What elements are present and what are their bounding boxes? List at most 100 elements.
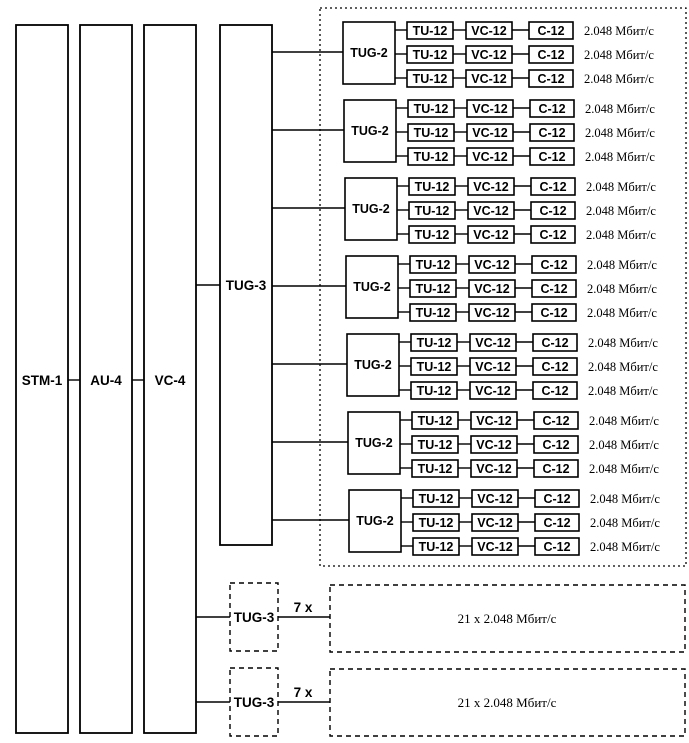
stm1-block[interactable]: STM-1 — [15, 24, 69, 734]
tu12-block[interactable]: TU-12 — [411, 435, 459, 454]
tu12-block[interactable]: TU-12 — [412, 489, 460, 508]
multiplier-label-1: 7 x — [294, 600, 313, 615]
tug3-main-label: TUG-3 — [226, 278, 267, 293]
vc12-block[interactable]: VC-12 — [466, 99, 514, 118]
c12-label: C-12 — [539, 180, 566, 194]
rate-label: 2.048 Мбит/с — [589, 462, 659, 476]
vc12-block[interactable]: VC-12 — [470, 435, 518, 454]
rate-label: 2.048 Мбит/с — [588, 336, 658, 350]
c12-block[interactable]: C-12 — [534, 537, 580, 556]
tu12-label: TU-12 — [416, 306, 451, 320]
tug3-group-rate-box-1[interactable]: 21 x 2.048 Мбит/с — [329, 584, 686, 653]
c12-block[interactable]: C-12 — [529, 99, 575, 118]
c12-block[interactable]: C-12 — [529, 147, 575, 166]
c12-block[interactable]: C-12 — [532, 333, 578, 352]
c12-block[interactable]: C-12 — [533, 411, 579, 430]
c12-block[interactable]: C-12 — [533, 435, 579, 454]
tu12-block[interactable]: TU-12 — [407, 99, 455, 118]
c12-label: C-12 — [538, 126, 565, 140]
vc12-block[interactable]: VC-12 — [465, 45, 513, 64]
tu12-block[interactable]: TU-12 — [409, 303, 457, 322]
c12-label: C-12 — [537, 72, 564, 86]
tu12-block[interactable]: TU-12 — [406, 45, 454, 64]
vc12-block[interactable]: VC-12 — [469, 381, 517, 400]
vc12-block[interactable]: VC-12 — [466, 123, 514, 142]
c12-block[interactable]: C-12 — [530, 201, 576, 220]
c12-block[interactable]: C-12 — [533, 459, 579, 478]
vc12-block[interactable]: VC-12 — [470, 411, 518, 430]
c12-block[interactable]: C-12 — [532, 381, 578, 400]
vc12-block[interactable]: VC-12 — [467, 177, 515, 196]
vc12-block[interactable]: VC-12 — [469, 333, 517, 352]
vc12-block[interactable]: VC-12 — [466, 147, 514, 166]
tug3-main-block[interactable]: TUG-3 — [219, 24, 273, 546]
c12-block[interactable]: C-12 — [531, 279, 577, 298]
tu12-block[interactable]: TU-12 — [410, 333, 458, 352]
tug2-block-6[interactable]: TUG-2 — [347, 411, 401, 475]
tu12-block[interactable]: TU-12 — [406, 69, 454, 88]
au4-block[interactable]: AU-4 — [79, 24, 133, 734]
tu12-block[interactable]: TU-12 — [408, 177, 456, 196]
tu12-label: TU-12 — [415, 180, 450, 194]
tu12-label: TU-12 — [413, 24, 448, 38]
vc12-label: VC-12 — [475, 360, 510, 374]
tu12-block[interactable]: TU-12 — [411, 411, 459, 430]
tu12-block[interactable]: TU-12 — [410, 357, 458, 376]
c12-label: C-12 — [543, 516, 570, 530]
tu12-block[interactable]: TU-12 — [407, 123, 455, 142]
tu12-block[interactable]: TU-12 — [409, 279, 457, 298]
vc12-label: VC-12 — [472, 126, 507, 140]
c12-block[interactable]: C-12 — [532, 357, 578, 376]
vc12-block[interactable]: VC-12 — [469, 357, 517, 376]
c12-block[interactable]: C-12 — [530, 177, 576, 196]
tug2-block-7[interactable]: TUG-2 — [348, 489, 402, 553]
tu12-label: TU-12 — [417, 384, 452, 398]
tu12-block[interactable]: TU-12 — [412, 513, 460, 532]
tu12-block[interactable]: TU-12 — [409, 255, 457, 274]
tu12-block[interactable]: TU-12 — [408, 225, 456, 244]
vc12-block[interactable]: VC-12 — [468, 303, 516, 322]
tu12-block[interactable]: TU-12 — [407, 147, 455, 166]
c12-label: C-12 — [543, 540, 570, 554]
vc12-block[interactable]: VC-12 — [468, 255, 516, 274]
tu12-block[interactable]: TU-12 — [406, 21, 454, 40]
vc12-block[interactable]: VC-12 — [465, 21, 513, 40]
tug2-block-5[interactable]: TUG-2 — [346, 333, 400, 397]
vc12-label: VC-12 — [471, 24, 506, 38]
c12-block[interactable]: C-12 — [534, 513, 580, 532]
tug2-block-4[interactable]: TUG-2 — [345, 255, 399, 319]
vc12-block[interactable]: VC-12 — [470, 459, 518, 478]
vc4-block[interactable]: VC-4 — [143, 24, 197, 734]
vc12-block[interactable]: VC-12 — [471, 489, 519, 508]
tug3-group-rate-box-2[interactable]: 21 x 2.048 Мбит/с — [329, 668, 686, 737]
tu12-block[interactable]: TU-12 — [410, 381, 458, 400]
vc12-block[interactable]: VC-12 — [465, 69, 513, 88]
vc12-block[interactable]: VC-12 — [468, 279, 516, 298]
tu12-block[interactable]: TU-12 — [412, 537, 460, 556]
c12-block[interactable]: C-12 — [531, 303, 577, 322]
tug2-block-1[interactable]: TUG-2 — [342, 21, 396, 85]
vc12-block[interactable]: VC-12 — [467, 201, 515, 220]
c12-block[interactable]: C-12 — [528, 21, 574, 40]
tug2-block-2[interactable]: TUG-2 — [343, 99, 397, 163]
tu12-label: TU-12 — [417, 360, 452, 374]
c12-block[interactable]: C-12 — [528, 45, 574, 64]
c12-block[interactable]: C-12 — [531, 255, 577, 274]
rate-label: 2.048 Мбит/с — [584, 72, 654, 86]
c12-block[interactable]: C-12 — [529, 123, 575, 142]
vc12-block[interactable]: VC-12 — [467, 225, 515, 244]
vc12-block[interactable]: VC-12 — [471, 537, 519, 556]
tu12-block[interactable]: TU-12 — [408, 201, 456, 220]
tug3-dashed-block-2[interactable]: TUG-3 — [229, 667, 279, 737]
c12-block[interactable]: C-12 — [528, 69, 574, 88]
tug3-dashed-block-1[interactable]: TUG-3 — [229, 582, 279, 652]
tug2-block-3[interactable]: TUG-2 — [344, 177, 398, 241]
vc12-block[interactable]: VC-12 — [471, 513, 519, 532]
tu12-block[interactable]: TU-12 — [411, 459, 459, 478]
c12-block[interactable]: C-12 — [530, 225, 576, 244]
c12-block[interactable]: C-12 — [534, 489, 580, 508]
